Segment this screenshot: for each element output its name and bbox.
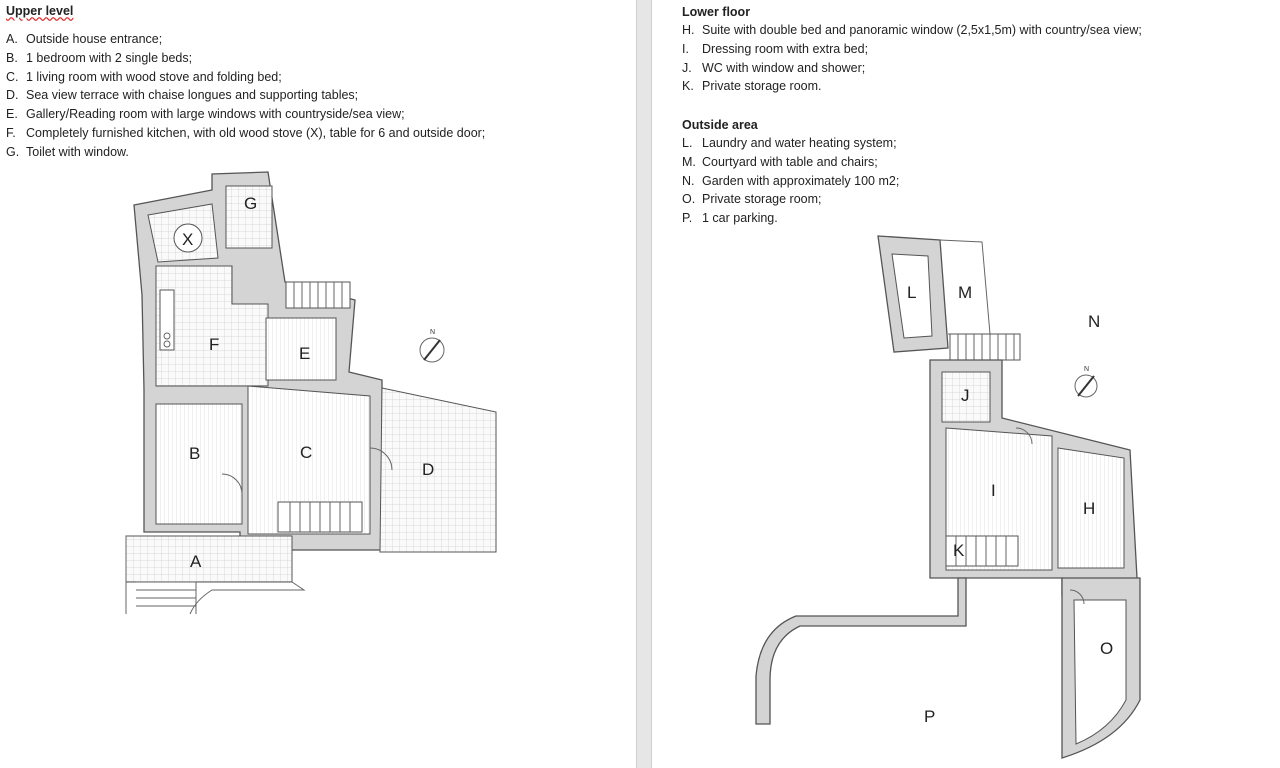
lower-floor-item: J. WC with window and shower; (682, 59, 1142, 78)
room-j-wc (941, 371, 991, 423)
item-letter: P. (682, 211, 693, 226)
area-p-parking (755, 577, 967, 725)
label-k: K (953, 541, 965, 560)
label-x: X (182, 230, 193, 249)
item-letter: K. (682, 79, 694, 94)
item-letter: I. (682, 41, 689, 56)
room-b-bedroom (155, 403, 243, 525)
item-letter: H. (682, 23, 695, 37)
label-e: E (299, 344, 310, 363)
outside-area-list: L. Laundry and water heating system; M. Cou… (682, 134, 899, 228)
item-text: 1 bedroom with 2 single beds; (26, 50, 193, 65)
label-j: J (961, 386, 970, 405)
north-compass-icon (419, 337, 445, 363)
upper-level-heading: Upper level (6, 4, 74, 18)
label-f: F (209, 335, 219, 354)
label-g: G (244, 194, 257, 213)
room-a-entrance (125, 535, 293, 583)
item-text: WC with window and shower; (702, 60, 866, 75)
item-letter: M. (682, 154, 696, 169)
label-n: N (1088, 312, 1100, 331)
lower-floor-plan: N L M N J I H K O P (755, 235, 1141, 759)
outside-area-item: N. Garden with approximately 100 m2; (682, 172, 899, 191)
item-text: 1 car parking. (702, 211, 778, 226)
document-page-left: Upper level A. Outside house entrance; B. 1… (0, 0, 636, 768)
item-text: Sea view terrace with chaise longues and… (26, 88, 359, 103)
label-i: I (991, 481, 996, 500)
room-g-toilet (225, 185, 273, 249)
room-h-suite (1057, 447, 1125, 569)
label-m: M (958, 283, 972, 302)
page-gutter (636, 0, 652, 768)
label-p: P (924, 707, 935, 726)
item-text: Garden with approximately 100 m2; (702, 173, 900, 188)
upper-level-item: G. Toilet with window. (6, 143, 485, 162)
label-h: H (1083, 499, 1095, 518)
room-e-gallery (265, 317, 337, 381)
outside-area-heading: Outside area (682, 118, 758, 132)
upper-level-item: B. 1 bedroom with 2 single beds; (6, 49, 485, 68)
label-a: A (190, 552, 202, 571)
item-letter: N. (682, 173, 695, 188)
item-text: Outside house entrance; (26, 32, 163, 46)
lower-floor-heading: Lower floor (682, 5, 751, 19)
lower-floor-item: I. Dressing room with extra bed; (682, 40, 1142, 59)
item-letter: G. (6, 144, 20, 159)
north-compass-icon-lower (1074, 374, 1098, 398)
upper-level-item: C. 1 living room with wood stove and fold… (6, 68, 485, 87)
item-text: Suite with double bed and panoramic wind… (702, 23, 1142, 37)
upper-level-list: A. Outside house entrance; B. 1 bedroom wit… (6, 30, 485, 162)
item-letter: F. (6, 125, 16, 140)
label-d: D (422, 460, 434, 479)
room-d-terrace (379, 387, 497, 553)
outside-area-item: L. Laundry and water heating system; (682, 134, 899, 153)
item-letter: D. (6, 88, 19, 103)
item-letter: A. (6, 32, 18, 46)
north-indicator: N (430, 329, 435, 336)
item-letter: O. (682, 192, 696, 207)
upper-level-item: A. Outside house entrance; (6, 30, 485, 49)
lower-floor-item: K. Private storage room. (682, 77, 1142, 96)
upper-level-item: D. Sea view terrace with chaise longues a… (6, 86, 485, 105)
item-letter: L. (682, 136, 693, 150)
outside-area-item: O. Private storage room; (682, 190, 899, 209)
document-page-right: Lower floor H. Suite with double bed and … (652, 0, 1280, 768)
item-text: Toilet with window. (26, 144, 129, 159)
item-letter: C. (6, 69, 19, 84)
room-l-laundry (891, 253, 933, 339)
item-text: Completely furnished kitchen, with old w… (26, 125, 486, 140)
item-text: Private storage room; (702, 192, 822, 207)
item-letter: B. (6, 50, 18, 65)
item-text: Dressing room with extra bed; (702, 41, 869, 56)
item-text: Gallery/Reading room with large windows … (26, 107, 405, 122)
label-l: L (907, 283, 916, 302)
item-letter: J. (682, 60, 692, 75)
upper-level-item: E. Gallery/Reading room with large window… (6, 105, 485, 124)
lower-floor-item: H. Suite with double bed and panoramic wi… (682, 21, 1142, 40)
label-o: O (1100, 639, 1113, 658)
label-b: B (189, 444, 200, 463)
north-indicator-lower: N (1084, 366, 1089, 373)
label-c: C (300, 443, 312, 462)
lower-floor-list: H. Suite with double bed and panoramic wi… (682, 21, 1142, 96)
room-i-dressing (945, 427, 1053, 571)
item-text: Private storage room. (702, 79, 822, 94)
outside-area-item: M. Courtyard with table and chairs; (682, 153, 899, 172)
item-text: Laundry and water heating system; (702, 136, 897, 150)
item-text: Courtyard with table and chairs; (702, 154, 878, 169)
item-letter: E. (6, 107, 18, 122)
outside-area-item: P. 1 car parking. (682, 209, 899, 228)
upper-level-item: F. Completely furnished kitchen, with old… (6, 124, 485, 143)
item-text: 1 living room with wood stove and foldin… (26, 69, 282, 84)
upper-level-floor-plan: N X G F E B C D A (125, 171, 497, 615)
room-c-living (247, 385, 371, 535)
room-o-storage (1073, 599, 1127, 745)
room-f-kitchen (155, 265, 269, 387)
